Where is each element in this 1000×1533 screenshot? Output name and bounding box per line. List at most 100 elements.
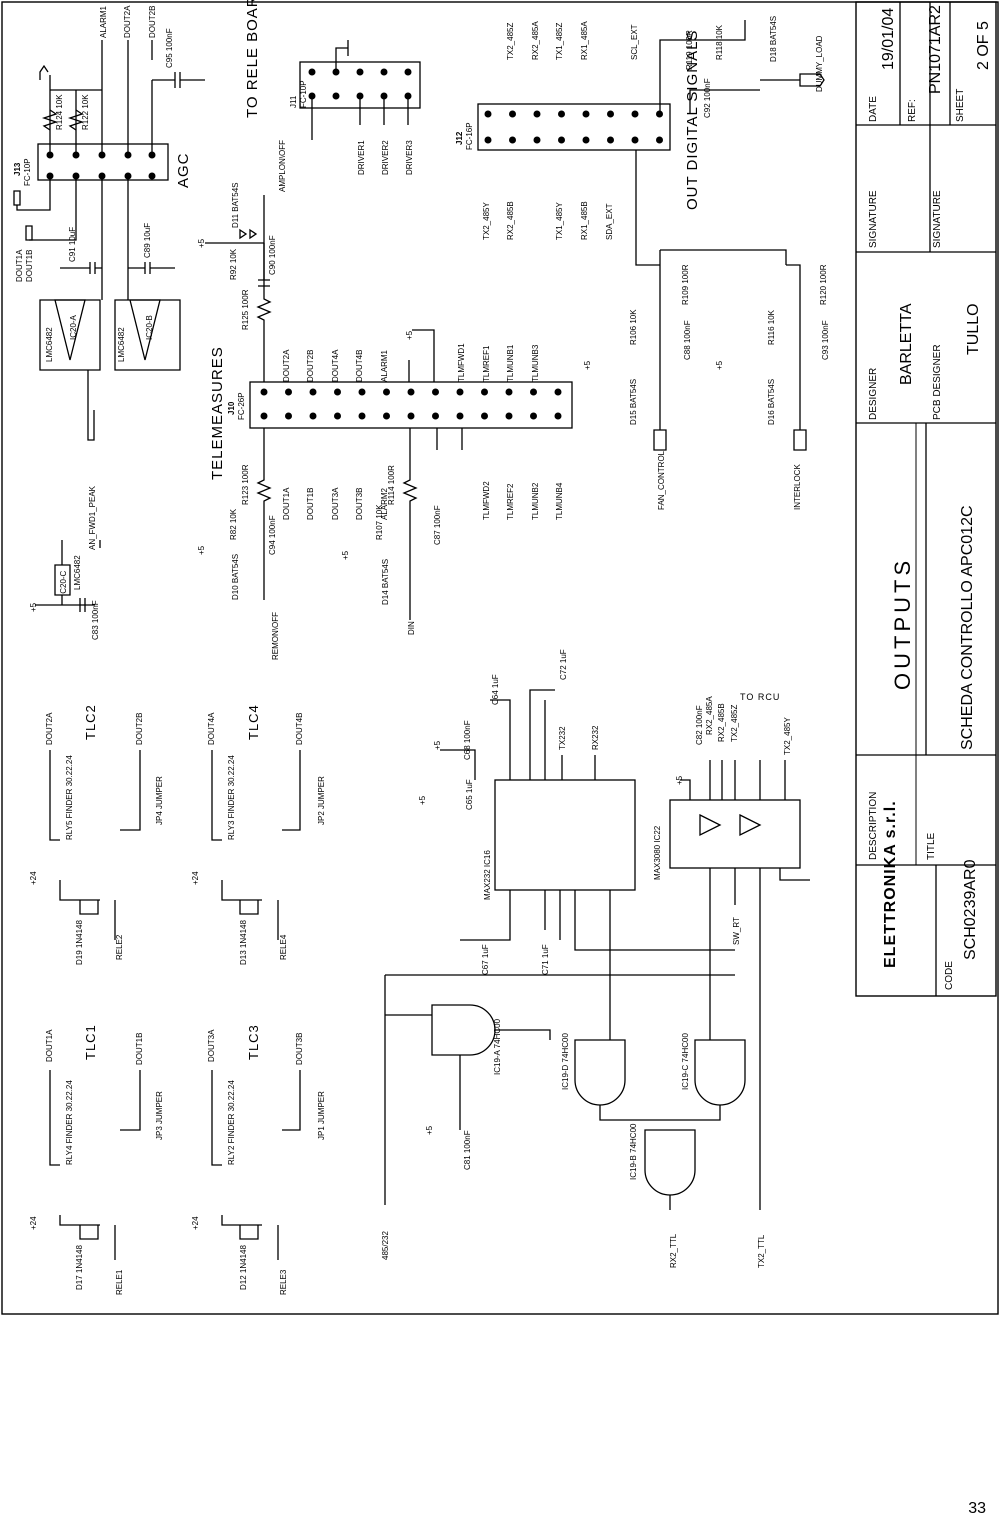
tx2-ttl-label: TX2_TTL — [757, 1234, 766, 1268]
tm-tlmfwd2: TLMFWD2 — [482, 481, 491, 520]
digital-signals-section: J12 FC-16P OUT DIGITAL SIGNALS TX2_485Z … — [455, 16, 830, 510]
ds-tx1-485z: TX1_485Z — [555, 23, 564, 60]
rx2-ttl-label: RX2_TTL — [669, 1233, 678, 1268]
connector-pin — [484, 110, 492, 118]
tm-alarm2: ALARM2 — [380, 487, 389, 520]
r106-label: R106 10K — [629, 309, 638, 345]
driver2: DRIVER2 — [381, 140, 390, 175]
tlc4-dout4b: DOUT4B — [295, 713, 304, 745]
tm-dout4a: DOUT4A — [331, 349, 340, 382]
connector-pin — [432, 388, 439, 396]
connector-pin — [582, 110, 590, 118]
interlock-label: INTERLOCK — [793, 464, 802, 510]
c95-label: C95 100nF — [165, 28, 174, 68]
tx2-485y-rcu: TX2_485Y — [783, 717, 792, 755]
p5-c82: +5 — [675, 775, 684, 785]
tlc3-dout3a: DOUT3A — [207, 1029, 216, 1062]
connector-pin — [509, 110, 516, 118]
d10-label: D10 BAT54S — [231, 554, 240, 600]
connector-pin — [285, 412, 292, 420]
ds-tx1-485y: TX1_485Y — [555, 202, 564, 240]
tm-dout2a: DOUT2A — [282, 349, 291, 382]
tx232-label: TX232 — [558, 726, 567, 750]
r123-label: R123 100R — [241, 464, 250, 505]
dout1b-left: DOUT1B — [25, 250, 34, 282]
rx232-label: RX232 — [591, 725, 600, 750]
amplon-label: AMPLON\OFF — [278, 140, 287, 192]
dout2b-top: DOUT2B — [148, 6, 157, 38]
relay-tlc3: TLC3 DOUT3A DOUT3B RLY2 FINDER 30.22.24 … — [191, 1024, 326, 1295]
connector-pin — [554, 388, 562, 396]
tlc3-dout3b: DOUT3B — [295, 1033, 304, 1065]
connector-pin — [309, 412, 317, 420]
connector-pin — [334, 412, 341, 420]
tm-dout4b: DOUT4B — [355, 350, 364, 382]
j10-ref: J10 — [227, 401, 236, 415]
r116-label: R116 10K — [767, 309, 776, 345]
ic19d-gate — [574, 1039, 626, 1106]
c83-label: C83 100nF — [91, 600, 100, 640]
connector-pin — [631, 136, 639, 144]
connector-pin — [432, 412, 439, 420]
j12-ref: J12 — [455, 131, 464, 145]
tm-dout2b: DOUT2B — [306, 350, 315, 382]
agc-title: AGC — [175, 152, 192, 188]
connector-pin — [383, 388, 390, 396]
tm-tlmunb4: TLMUNB4 — [555, 482, 564, 520]
tm-tlmref2: TLMREF2 — [506, 483, 515, 520]
pcb-designer-value: TULLO — [965, 303, 982, 355]
connector-pin — [456, 412, 464, 420]
c90-label: C90 100nF — [268, 235, 277, 275]
tm-tlmunb2: TLMUNB2 — [531, 482, 540, 520]
p5-c83: +5 — [29, 602, 38, 612]
tlc2-dout2a: DOUT2A — [45, 712, 54, 745]
rele4-label: RELE4 — [279, 934, 288, 960]
ic19c-gate — [694, 1039, 746, 1106]
j13-type: FC-10P — [23, 158, 32, 186]
tm-tlmfwd1: TLMFWD1 — [457, 343, 466, 382]
ds-tx2-485y: TX2_485Y — [482, 202, 491, 240]
title-label: TITLE — [926, 832, 937, 860]
c87-label: C87 100nF — [433, 505, 442, 545]
date-value: 19/01/04 — [880, 8, 897, 70]
telemeasures-title: TELEMEASURES — [209, 346, 226, 480]
r114-label: R114 100R — [387, 465, 396, 505]
connector-pin — [505, 412, 513, 420]
r109-label: R109 100R — [681, 264, 690, 305]
d13-label: D13 1N4148 — [239, 920, 248, 965]
d16-label: D16 BAT54S — [767, 379, 776, 425]
ic19a-gate — [431, 1004, 496, 1056]
driver3: DRIVER3 — [405, 140, 414, 175]
rx2-485a-rcu: RX2_485A — [705, 696, 714, 735]
r92-label: R92 10K — [229, 248, 238, 280]
ref-label: REF: — [907, 99, 918, 122]
ds-sda-ext: SDA_EXT — [605, 203, 614, 240]
j11-type: FC-10P — [299, 80, 308, 108]
connector-pin — [481, 412, 488, 420]
ic20c-label: IC20-C — [59, 570, 68, 596]
agc-section: J13 FC-10P AGC R124 10K R122 10K ALARM1 … — [13, 5, 205, 640]
remon-label: REMON\OFF — [271, 612, 280, 660]
r119-label: R119 100R — [685, 30, 694, 70]
ds-rx2-485a: RX2_485A — [531, 21, 540, 60]
r122-label: R122 10K — [81, 94, 90, 130]
ic20b-label: IC20-B — [145, 315, 154, 340]
designer-label: DESIGNER — [868, 368, 879, 420]
connector-pin — [309, 388, 317, 396]
serial-section: MAX232 IC16 C64 1uF C72 1uF C68 100nF C6… — [381, 649, 810, 1268]
connector-pin — [481, 388, 488, 396]
p5-din: +5 — [341, 550, 350, 560]
relay-tlc4: TLC4 DOUT4A DOUT4B RLY3 FINDER 30.22.24 … — [191, 704, 326, 965]
d15-label: D15 BAT54S — [629, 379, 638, 425]
c82-label: C82 100nF — [695, 705, 704, 745]
r107-label: R107 10K — [375, 504, 384, 540]
c64-label: C64 1uF — [491, 674, 500, 705]
max232-body — [494, 779, 636, 891]
connector-pin — [607, 110, 614, 118]
c81-label: C81 100nF — [463, 1130, 472, 1170]
ic19d-label: IC19-D 74HC00 — [561, 1033, 570, 1090]
tlc3-title: TLC3 — [246, 1024, 261, 1060]
c89-label: C89 10uF — [143, 223, 152, 258]
p24-tlc1: +24 — [29, 1216, 38, 1230]
p24-tlc2: +24 — [29, 871, 38, 885]
